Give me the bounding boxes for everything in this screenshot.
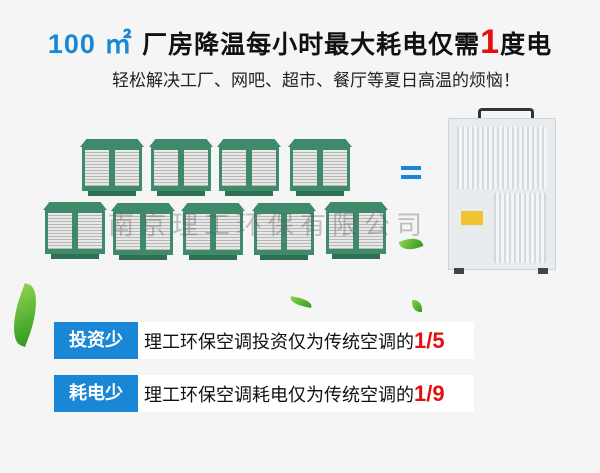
equals-icon	[401, 166, 421, 180]
air-cooler-image	[80, 139, 144, 197]
air-cooler-image	[149, 139, 213, 197]
benefit-text: 理工环保空调投资仅为传统空调的1/5	[144, 322, 445, 361]
headline-area: 100 ㎡	[47, 29, 133, 59]
air-cooler-image	[217, 139, 281, 197]
air-cooler-image	[324, 202, 388, 260]
headline: 100 ㎡ 厂房降温每小时最大耗电仅需1度电	[0, 22, 600, 62]
benefit-row-investment: 投资少 理工环保空调投资仅为传统空调的1/5	[54, 322, 474, 359]
headline-unit: 度电	[500, 30, 553, 59]
subheadline: 轻松解决工厂、网吧、超市、餐厅等夏日高温的烦恼！	[112, 71, 520, 91]
air-cooler-image	[181, 203, 245, 261]
headline-number: 1	[480, 23, 501, 61]
leaf-decoration	[4, 283, 46, 347]
benefit-description: 理工环保空调投资仅为传统空调的	[144, 332, 414, 353]
benefit-tag: 耗电少	[54, 375, 138, 412]
watermark: 南京理工环保有限公司	[108, 211, 429, 241]
headline-text: 厂房降温每小时最大耗电仅需	[142, 30, 481, 59]
leaf-decoration	[412, 300, 422, 312]
benefit-row-power: 耗电少 理工环保空调耗电仅为传统空调的1/9	[54, 375, 474, 412]
air-cooler-image	[43, 202, 107, 260]
benefit-tag: 投资少	[54, 322, 138, 359]
benefit-fraction: 1/5	[414, 328, 445, 353]
air-cooler-image	[288, 139, 352, 197]
air-cooler-image	[111, 203, 175, 261]
benefit-description: 理工环保空调耗电仅为传统空调的	[144, 385, 414, 406]
benefit-text: 理工环保空调耗电仅为传统空调的1/9	[144, 375, 445, 414]
air-cooler-image	[252, 203, 316, 261]
industrial-ac-unit-image	[448, 108, 556, 274]
benefit-fraction: 1/9	[414, 381, 445, 406]
leaf-decoration	[289, 296, 313, 308]
